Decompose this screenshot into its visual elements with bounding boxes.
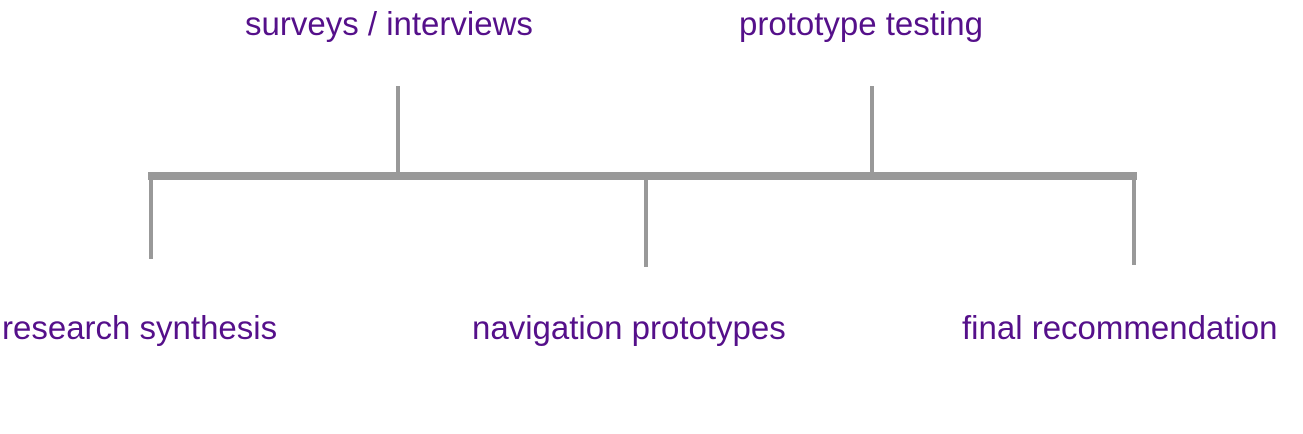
milestone-label-surveys-interviews: surveys / interviews	[245, 5, 533, 42]
milestone-label-final-recommendation: final recommendation	[962, 309, 1278, 346]
milestone-label-research-synthesis: research synthesis	[2, 309, 278, 346]
milestone-label-navigation-prototypes: navigation prototypes	[472, 309, 786, 346]
milestone-label-prototype-testing: prototype testing	[739, 5, 983, 42]
